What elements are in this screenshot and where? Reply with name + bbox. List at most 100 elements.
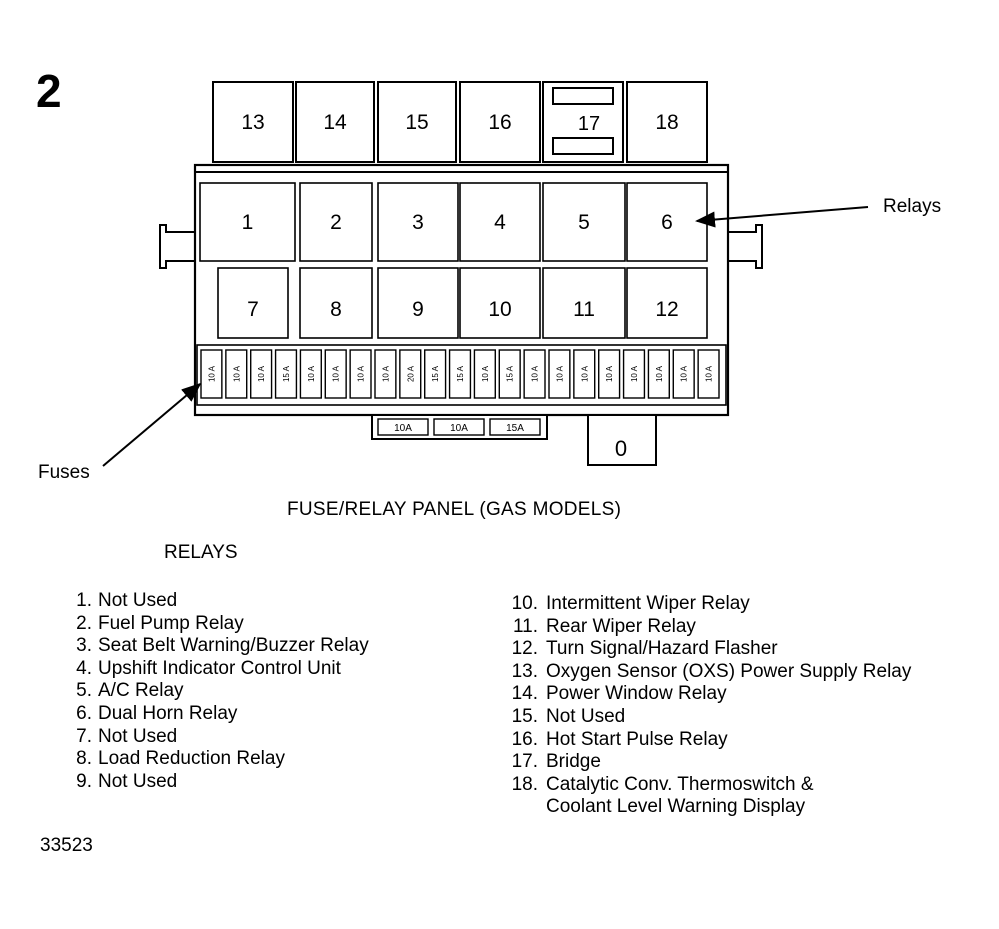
fuse-rating: 10 A bbox=[580, 365, 589, 382]
list-text: Rear Wiper Relay bbox=[546, 615, 696, 637]
fuse bbox=[697, 349, 720, 399]
fuse-rating: 15 A bbox=[506, 365, 515, 382]
list-number: 4. bbox=[76, 657, 92, 679]
fuse bbox=[672, 349, 695, 399]
fuse bbox=[399, 349, 422, 399]
list-number: 11. bbox=[512, 615, 538, 637]
fuse-rating: 10 A bbox=[481, 365, 490, 382]
list-number: 3. bbox=[76, 635, 92, 657]
relay-label: 6 bbox=[661, 211, 673, 234]
list-text: Not Used bbox=[98, 590, 178, 611]
relay-label: 13 bbox=[241, 111, 264, 134]
fuse-rating: 20 A bbox=[406, 365, 415, 382]
fuse bbox=[200, 349, 223, 399]
fuse-rating: 15 A bbox=[282, 365, 291, 382]
fuse-rating: 10A bbox=[394, 423, 412, 434]
fuse-rating: 10 A bbox=[307, 365, 316, 382]
list-text: Dual Horn Relay bbox=[98, 702, 238, 724]
list-number: 16. bbox=[511, 728, 538, 750]
list-text: Intermittent Wiper Relay bbox=[546, 593, 750, 614]
figure-id: 33523 bbox=[40, 835, 93, 856]
fuse-rating: 10 A bbox=[232, 365, 241, 382]
fuse bbox=[622, 349, 646, 399]
list-number: 1. bbox=[76, 590, 92, 611]
relay-label: 5 bbox=[578, 211, 590, 234]
relay-socket-12 bbox=[626, 267, 708, 339]
fuse bbox=[349, 349, 372, 399]
fuse bbox=[498, 349, 521, 399]
list-number: 14. bbox=[511, 683, 538, 705]
fuse bbox=[225, 349, 248, 399]
connector-label: 0 bbox=[615, 436, 627, 461]
relay-socket-4 bbox=[459, 182, 541, 262]
fuse bbox=[573, 349, 596, 399]
relay-label: 7 bbox=[247, 298, 259, 321]
list-number: 7. bbox=[76, 725, 92, 747]
fuse-rating: 10 A bbox=[332, 365, 341, 382]
lower-fuse bbox=[489, 418, 541, 436]
fuses-arrow bbox=[102, 382, 202, 467]
relay-label: 2 bbox=[330, 211, 342, 234]
relay-label: 3 bbox=[412, 211, 424, 234]
fuse bbox=[299, 349, 322, 399]
relay-socket-5 bbox=[542, 182, 626, 262]
fuse-rating: 10 A bbox=[257, 365, 266, 382]
fuse bbox=[448, 349, 472, 399]
relay-label: 11 bbox=[573, 298, 595, 321]
lower-fuse bbox=[377, 418, 429, 436]
fuse-rating: 10 A bbox=[655, 365, 664, 382]
list-text: Bridge bbox=[546, 751, 601, 773]
fuse bbox=[424, 349, 447, 399]
list-number: 6. bbox=[76, 702, 92, 724]
bridge-fuse-lower bbox=[552, 137, 614, 155]
fuse-rating: 10 A bbox=[531, 365, 540, 382]
relay-label: 1 bbox=[242, 211, 254, 234]
fuse-rating: 15A bbox=[506, 423, 524, 434]
fuses-callout: Fuses bbox=[38, 462, 90, 483]
fuse bbox=[647, 349, 670, 399]
list-text: Oxygen Sensor (OXS) Power Supply Relay bbox=[546, 660, 912, 682]
relay-label: 14 bbox=[323, 111, 347, 134]
relay-socket-3 bbox=[377, 182, 459, 262]
relay-label: 12 bbox=[655, 298, 678, 321]
relays-callout: Relays bbox=[883, 196, 942, 217]
list-number: 18. bbox=[511, 773, 538, 795]
relay-socket-9 bbox=[377, 267, 459, 339]
list-number: 10. bbox=[511, 593, 538, 614]
relay-label: 18 bbox=[655, 111, 678, 134]
fuse bbox=[473, 349, 496, 399]
fuse bbox=[250, 349, 273, 399]
list-text: Not Used bbox=[98, 770, 178, 792]
relay-label: 17 bbox=[578, 113, 600, 135]
relay-socket-8 bbox=[299, 267, 373, 339]
figure-number: 2 bbox=[36, 65, 62, 117]
bottom-connector bbox=[587, 414, 657, 466]
right-mounting-tab bbox=[728, 224, 763, 269]
relay-socket-10 bbox=[459, 267, 541, 339]
relay-label: 8 bbox=[330, 298, 342, 321]
list-number: 2. bbox=[76, 612, 92, 634]
left-mounting-tab bbox=[159, 224, 195, 269]
relays-section-title: RELAYS bbox=[164, 542, 238, 563]
list-number: 13. bbox=[511, 660, 538, 682]
fuse bbox=[324, 349, 347, 399]
relay-socket-2 bbox=[299, 182, 373, 262]
relay-label: 4 bbox=[494, 211, 506, 234]
relay-label: 9 bbox=[412, 298, 424, 321]
fuse-rating: 10A bbox=[450, 423, 468, 434]
list-text: Hot Start Pulse Relay bbox=[546, 728, 728, 750]
fuse-rating: 10 A bbox=[555, 365, 564, 382]
list-text: Load Reduction Relay bbox=[98, 748, 285, 770]
lower-fuse bbox=[433, 418, 485, 436]
list-text-line: Coolant Level Warning Display bbox=[546, 796, 806, 818]
list-number: 15. bbox=[511, 705, 538, 727]
diagram-caption: FUSE/RELAY PANEL (GAS MODELS) bbox=[287, 499, 622, 520]
relay-socket-11 bbox=[542, 267, 626, 339]
list-text-line: Catalytic Conv. Thermoswitch & bbox=[546, 773, 814, 795]
list-number: 5. bbox=[76, 680, 92, 702]
relay-socket-7 bbox=[217, 267, 289, 339]
relay-label: 16 bbox=[488, 111, 511, 134]
fuse bbox=[523, 349, 546, 399]
relays-arrow bbox=[695, 206, 869, 228]
list-number: 17. bbox=[511, 751, 538, 773]
